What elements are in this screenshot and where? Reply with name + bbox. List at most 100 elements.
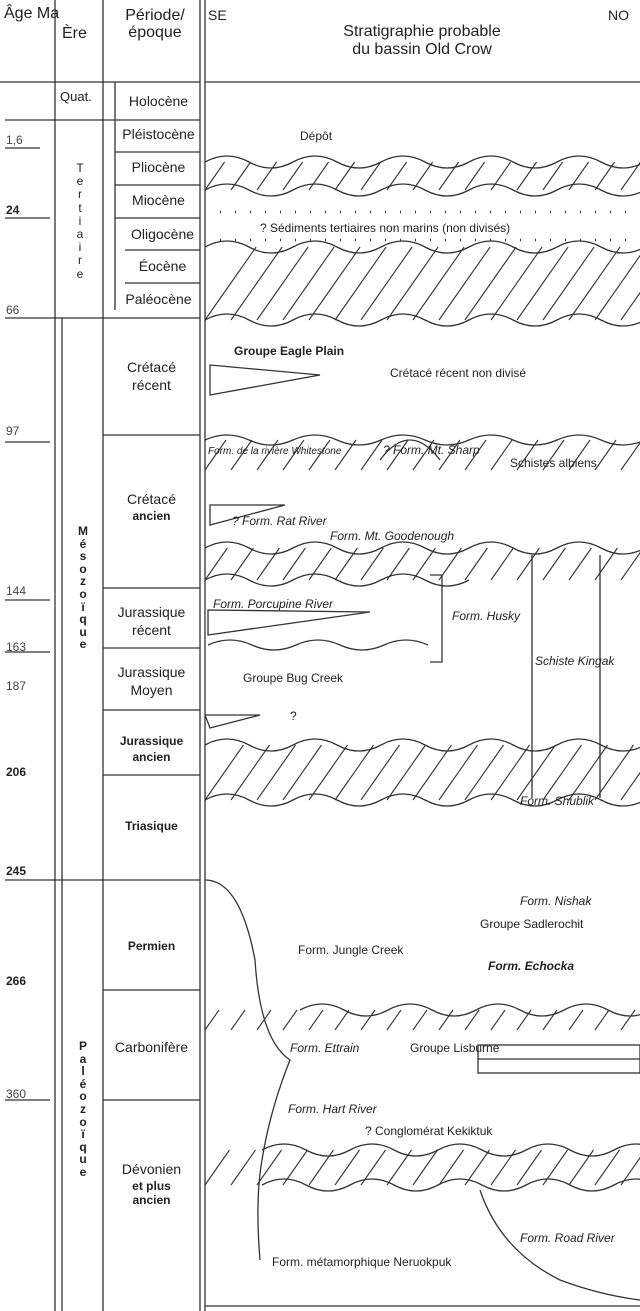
hatch-line [569,247,620,320]
hatch-line [257,745,296,800]
unit-depot: Dépôt [300,130,332,143]
hatch-line [543,1010,557,1030]
unit-bug-creek: Groupe Bug Creek [243,672,343,685]
unit-question: ? [290,710,297,723]
hatch-line [335,162,355,190]
hatch-line [569,548,591,580]
hatch-line [205,247,256,320]
hatch-line [361,1010,375,1030]
hatch-line [387,1010,401,1030]
age-label: 66 [6,304,19,317]
hatch-line [387,745,426,800]
period-cretace-ancien: Crétacé [103,492,200,507]
hatch-line [283,745,322,800]
hatch-line [387,162,407,190]
unit-kekiktuk: ? Conglomérat Kekiktuk [365,1125,492,1138]
period-jurassique-recent-2: récent [103,623,200,638]
unit-lisburne: Groupe Lisburne [410,1042,499,1055]
hatch-line [205,1150,230,1185]
hatch-line [465,1150,490,1185]
period-permien: Permien [103,940,200,953]
hatch-line [231,247,282,320]
hatch-line [569,1010,583,1030]
hatch-line [439,548,461,580]
hatch-line [491,548,513,580]
unit-jungle-creek: Form. Jungle Creek [298,944,403,957]
hatch-line [283,1150,308,1185]
hatch-line [335,1010,349,1030]
hatch-line [595,440,616,470]
hatch-line [465,1010,479,1030]
unit-cretace-recent-nd: Crétacé récent non divisé [390,367,526,380]
era-quaternaire: Quat. [60,90,92,104]
hatch-line [205,745,244,800]
age-label: 1,6 [6,134,23,147]
unit-shublik: Form. Shublik [520,795,594,808]
hatch-line [361,745,400,800]
unit-mt-goodenough: Form. Mt. Goodenough [330,530,454,543]
period-jurassique-moyen-2: Moyen [103,683,200,698]
age-label: 360 [6,1088,26,1101]
unit-eagle-plain: Groupe Eagle Plain [234,345,344,358]
hatch-line [439,162,459,190]
hatch-line [205,1010,219,1030]
hatch-line [283,1010,297,1030]
period-jurassique-ancien-2: ancien [103,751,200,764]
hatch-line [257,247,308,320]
period-devonien: Dévonien [103,1162,200,1177]
unit-kingak: Schiste Kingak [535,655,614,668]
hatch-line [283,548,305,580]
hatch-line [309,247,360,320]
hatch-line [517,745,556,800]
unit-hart-river: Form. Hart River [288,1103,377,1116]
era-header: Ère [62,26,87,43]
age-label: 187 [6,680,26,693]
unit-road-river: Form. Road River [520,1232,615,1245]
period-jurassique-moyen: Jurassique [103,665,200,680]
hatch-line [413,745,452,800]
hatch-line [595,548,617,580]
hatch-line [335,247,386,320]
hatch-line [621,247,640,320]
hatch-line [387,548,409,580]
direction-left: SE [208,8,227,23]
period-eocene: Éocène [125,259,200,274]
hatch-line [491,745,530,800]
hatch-line [465,745,504,800]
hatch-line [309,745,348,800]
hatch-line [491,440,512,470]
unit-husky: Form. Husky [452,610,520,623]
hatch-line [439,745,478,800]
hatch-line [231,745,270,800]
age-label: 163 [6,641,26,654]
direction-right: NO [608,8,629,23]
hatch-line [413,247,464,320]
hatch-line [543,745,582,800]
hatch-line [387,1150,412,1185]
hatch-line [335,548,357,580]
hatch-line [569,1150,594,1185]
period-header: Période/ époque [110,8,200,42]
unit-sediments-tertiaires: ? Sédiments tertiaires non marins (non d… [260,222,510,235]
age-label: 206 [6,766,26,779]
period-carbonifere: Carbonifère [103,1040,200,1055]
period-devonien-2: et plus [103,1180,200,1193]
hatch-line [413,1010,427,1030]
unit-sadlerochit: Groupe Sadlerochit [480,918,583,931]
hatch-line [569,162,589,190]
diagram-title-line1: Stratigraphie probable [272,24,572,41]
period-oligocene: Oligocène [125,227,200,242]
hatch-line [491,1010,505,1030]
hatch-line [283,247,334,320]
hatch-line [465,548,487,580]
age-header: Âge Ma [4,6,59,23]
unit-neruokpuk: Form. métamorphique Neruokpuk [272,1256,451,1269]
unit-mt-sharp: ? Form. Mt. Sharp [383,444,480,457]
hatch-line [257,1010,271,1030]
unit-nishak: Form. Nishak [520,895,591,908]
diagram-title-line2: du bassin Old Crow [272,42,572,59]
hatch-line [621,1010,635,1030]
unit-porcupine: Form. Porcupine River [213,598,333,611]
hatch-line [595,1010,609,1030]
age-label: 245 [6,865,26,878]
